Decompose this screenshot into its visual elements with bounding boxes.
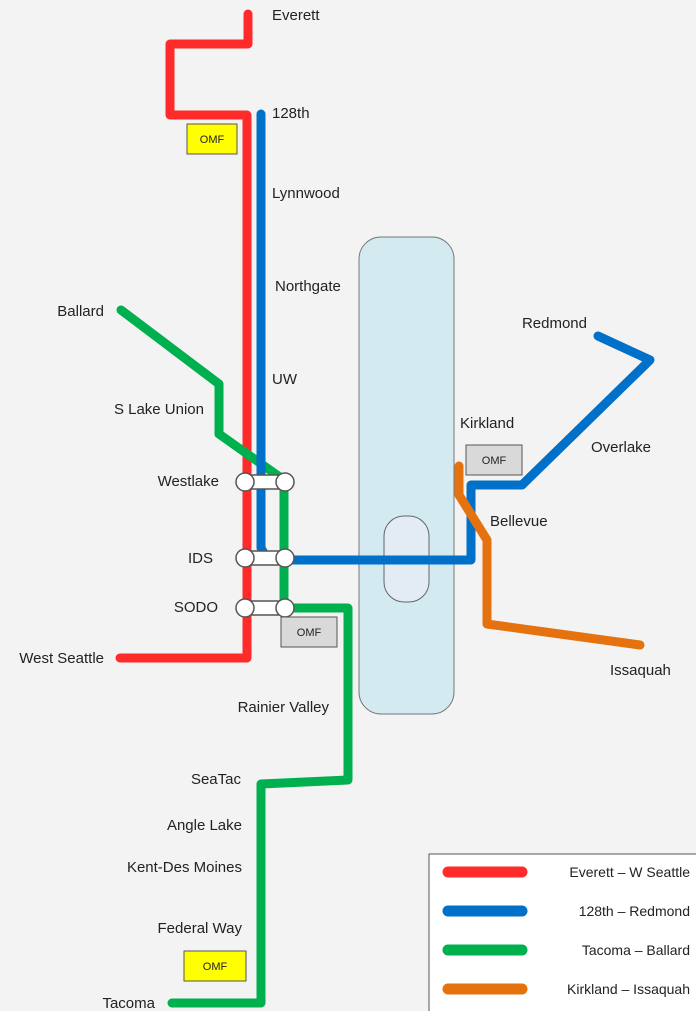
station-kent-des-moines: Kent-Des Moines [127, 859, 242, 876]
omf-south: OMF [183, 950, 247, 982]
sodo-transfer [235, 598, 295, 618]
station-sodo: SODO [174, 599, 218, 616]
omf-north: OMF [186, 123, 238, 155]
station-tacoma: Tacoma [102, 995, 155, 1011]
lake [358, 236, 455, 715]
legend-label: 128th – Redmond [579, 903, 690, 919]
station-overlake: Overlake [591, 439, 651, 456]
station-kirkland: Kirkland [460, 415, 514, 432]
station-bellevue: Bellevue [490, 513, 548, 530]
station-ballard: Ballard [57, 303, 104, 320]
station-ids: IDS [188, 550, 213, 567]
svg-text:OMF: OMF [203, 961, 228, 973]
station-northgate: Northgate [275, 278, 341, 295]
svg-text:OMF: OMF [482, 455, 507, 467]
station-federal-way: Federal Way [158, 920, 243, 937]
station-s-lake-union: S Lake Union [114, 401, 204, 418]
station-lynnwood: Lynnwood [272, 185, 340, 202]
station-seatac: SeaTac [191, 771, 242, 788]
station-rainier-valley: Rainier Valley [238, 699, 330, 716]
station-everett: Everett [272, 7, 320, 24]
station-issaquah: Issaquah [610, 662, 671, 679]
green-line [116, 305, 353, 1008]
station-angle-lake: Angle Lake [167, 817, 242, 834]
red-line [115, 9, 253, 663]
legend-label: Everett – W Seattle [569, 864, 690, 880]
station-redmond: Redmond [522, 315, 587, 332]
station-westlake: Westlake [158, 473, 219, 490]
station-128th: 128th [272, 105, 310, 122]
legend-label: Tacoma – Ballard [582, 942, 690, 958]
svg-text:OMF: OMF [297, 627, 322, 639]
legend-label: Kirkland – Issaquah [567, 981, 690, 997]
station-uw: UW [272, 371, 298, 388]
orange-line [454, 461, 645, 650]
westlake-transfer [235, 472, 295, 492]
omf-east: OMF [465, 444, 523, 476]
ids-transfer [235, 548, 295, 568]
omf-sodo: OMF [280, 616, 338, 648]
svg-text:OMF: OMF [200, 134, 225, 146]
legend-items: Everett – W Seattle 128th – RedmondTacoma… [442, 864, 690, 997]
station-west-seattle: West Seattle [19, 650, 104, 667]
